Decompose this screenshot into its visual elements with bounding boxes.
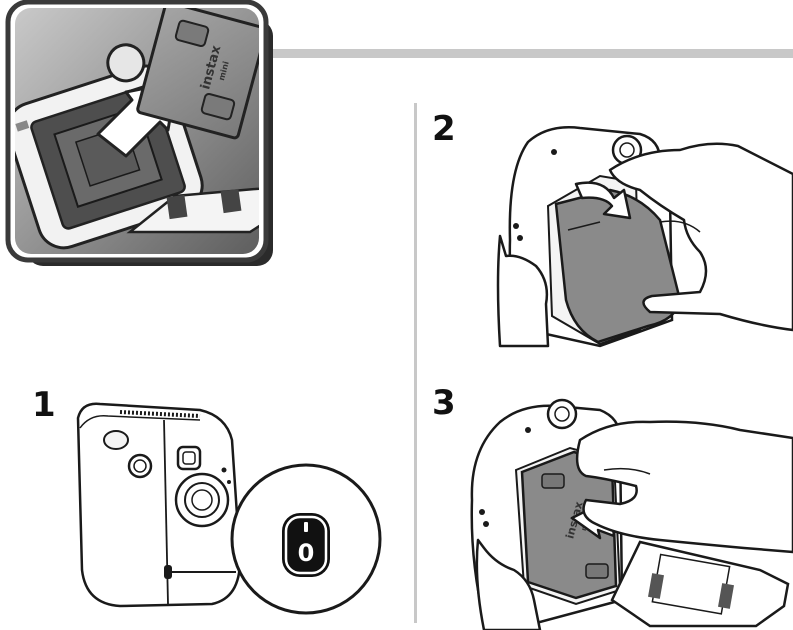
- header-rule: [258, 49, 793, 58]
- step-2-illustration: [498, 127, 793, 346]
- step-1-illustration: 0: [78, 404, 380, 613]
- column-divider: [414, 103, 417, 623]
- step-3-illustration: instax mini: [472, 400, 793, 630]
- step-3-number: 3: [432, 386, 456, 420]
- power-switch-label: 0: [298, 539, 315, 567]
- step-2-number: 2: [432, 112, 456, 146]
- step-1-number: 1: [32, 388, 56, 422]
- film-door-illustration: [612, 542, 788, 626]
- load-film-section-icon: instax mini: [0, 2, 300, 266]
